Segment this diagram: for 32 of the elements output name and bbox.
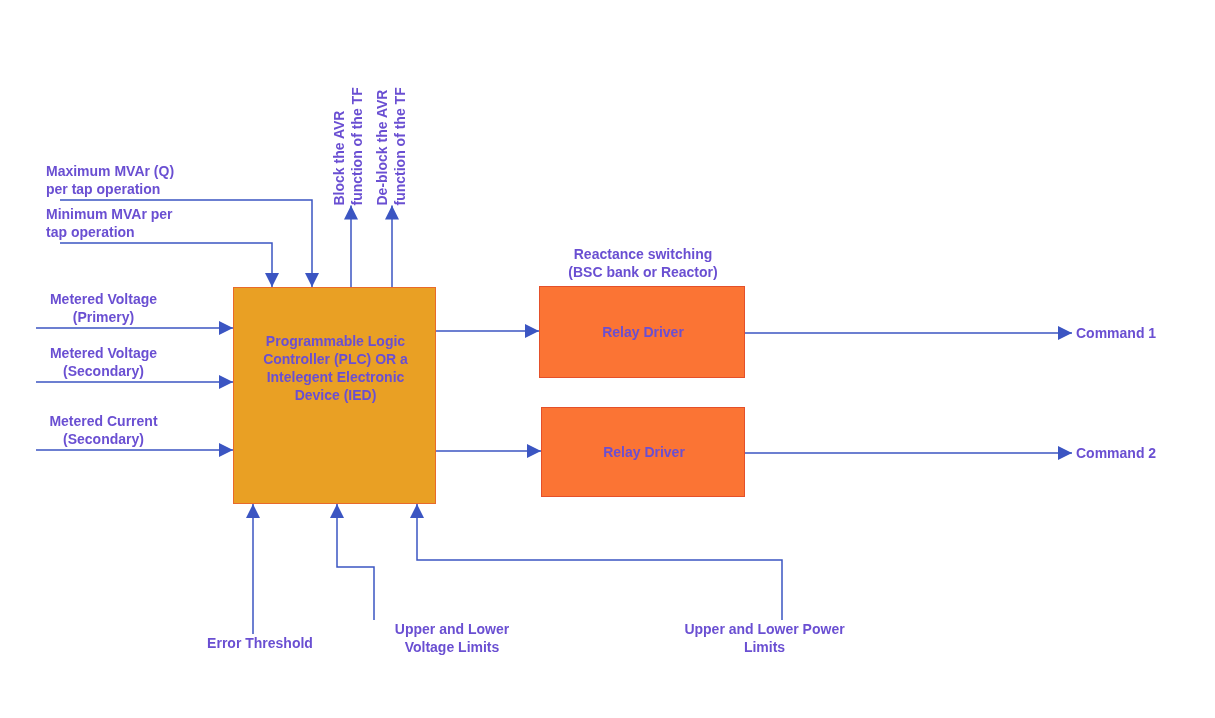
arrow	[344, 204, 358, 288]
arrow	[35, 321, 234, 335]
arrow	[435, 324, 540, 338]
box-label: Relay Driver	[602, 443, 686, 461]
signal-label: Command 2	[1076, 444, 1196, 462]
box-label: Programmable Logic Controller (PLC) OR a Intelegent Electronic Device (IED)	[262, 332, 409, 404]
signal-label: Metered Voltage (Primery)	[36, 290, 171, 326]
signal-label: Error Threshold	[180, 634, 340, 652]
arrow	[744, 446, 1073, 460]
arrow	[59, 242, 279, 288]
signal-label: Metered Voltage (Secondary)	[36, 344, 171, 380]
arrow	[59, 199, 319, 288]
controller-box	[233, 287, 436, 504]
arrow	[385, 204, 399, 288]
arrow	[330, 503, 375, 621]
box-label: Relay Driver	[601, 323, 685, 341]
signal-label: Command 1	[1076, 324, 1196, 342]
arrow	[410, 503, 783, 621]
arrow	[435, 444, 542, 458]
signal-label: De-block the AVR function of the TF	[372, 70, 408, 206]
relay-driver-box	[541, 407, 745, 497]
arrow	[744, 326, 1073, 340]
signal-label: Metered Current (Secondary)	[36, 412, 171, 448]
arrow	[35, 443, 234, 457]
signal-label: Minimum MVAr per tap operation	[46, 205, 186, 241]
arrow	[35, 375, 234, 389]
block-heading: Reactance switching (BSC bank or Reactor)	[567, 245, 719, 281]
signal-label: Block the AVR function of the TF	[329, 70, 365, 206]
arrow	[246, 503, 260, 635]
signal-label: Upper and Lower Power Limits	[682, 620, 847, 656]
signal-label: Maximum MVAr (Q) per tap operation	[46, 162, 196, 198]
signal-label: Upper and Lower Voltage Limits	[372, 620, 532, 656]
